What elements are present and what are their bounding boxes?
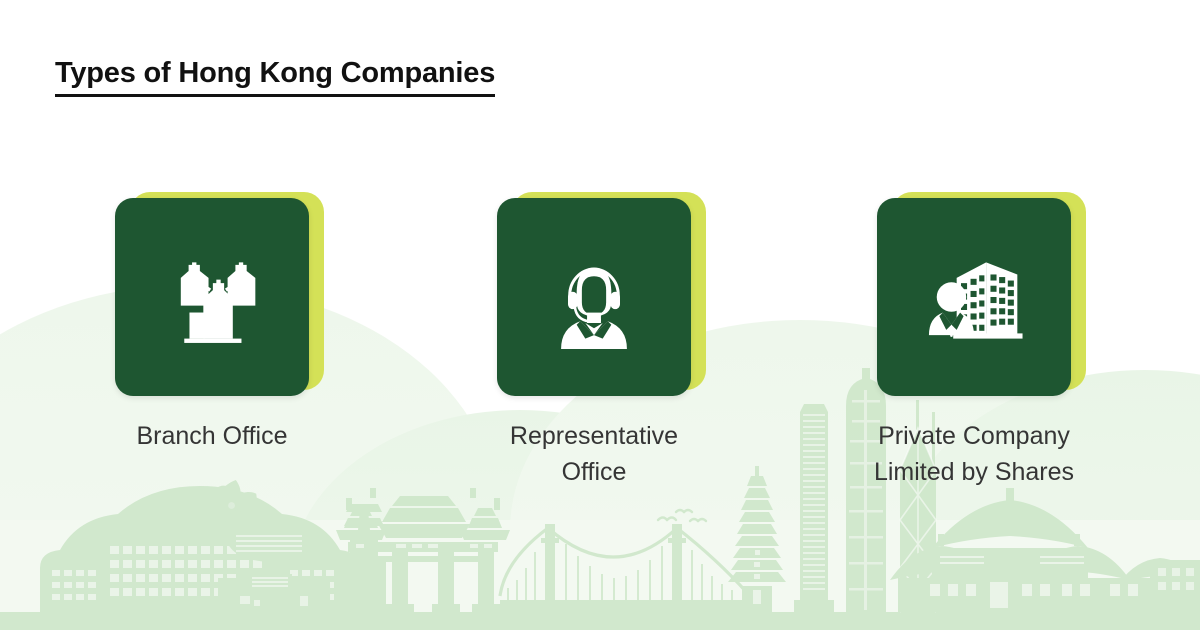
card-label-line: Representative	[509, 422, 679, 450]
card-face[interactable]	[115, 198, 309, 396]
card-label-line: Office	[561, 458, 627, 487]
card-label-line: Limited by Shares	[873, 458, 1075, 487]
card-representative-office[interactable]	[497, 192, 706, 396]
card-branch-office[interactable]	[115, 192, 324, 396]
card-private-company-limited-by-shares[interactable]	[877, 192, 1086, 396]
page-title: Types of Hong Kong Companies	[55, 57, 495, 97]
page-title-wrap: Types of Hong Kong Companies	[55, 57, 495, 97]
card-face[interactable]	[497, 198, 691, 396]
card-face[interactable]	[877, 198, 1071, 396]
businessman-office-building-icon	[928, 262, 1023, 339]
card-label-line: Private Company	[878, 422, 1070, 450]
card-label-private-company: Private Company Limited by Shares	[824, 418, 1124, 491]
branch-office-icon	[180, 262, 256, 343]
card-label-branch-office: Branch Office	[62, 418, 362, 454]
headset-representative-icon	[561, 267, 627, 349]
card-label-line: Branch Office	[136, 422, 288, 450]
card-label-representative-office: Representative Office	[444, 418, 744, 491]
